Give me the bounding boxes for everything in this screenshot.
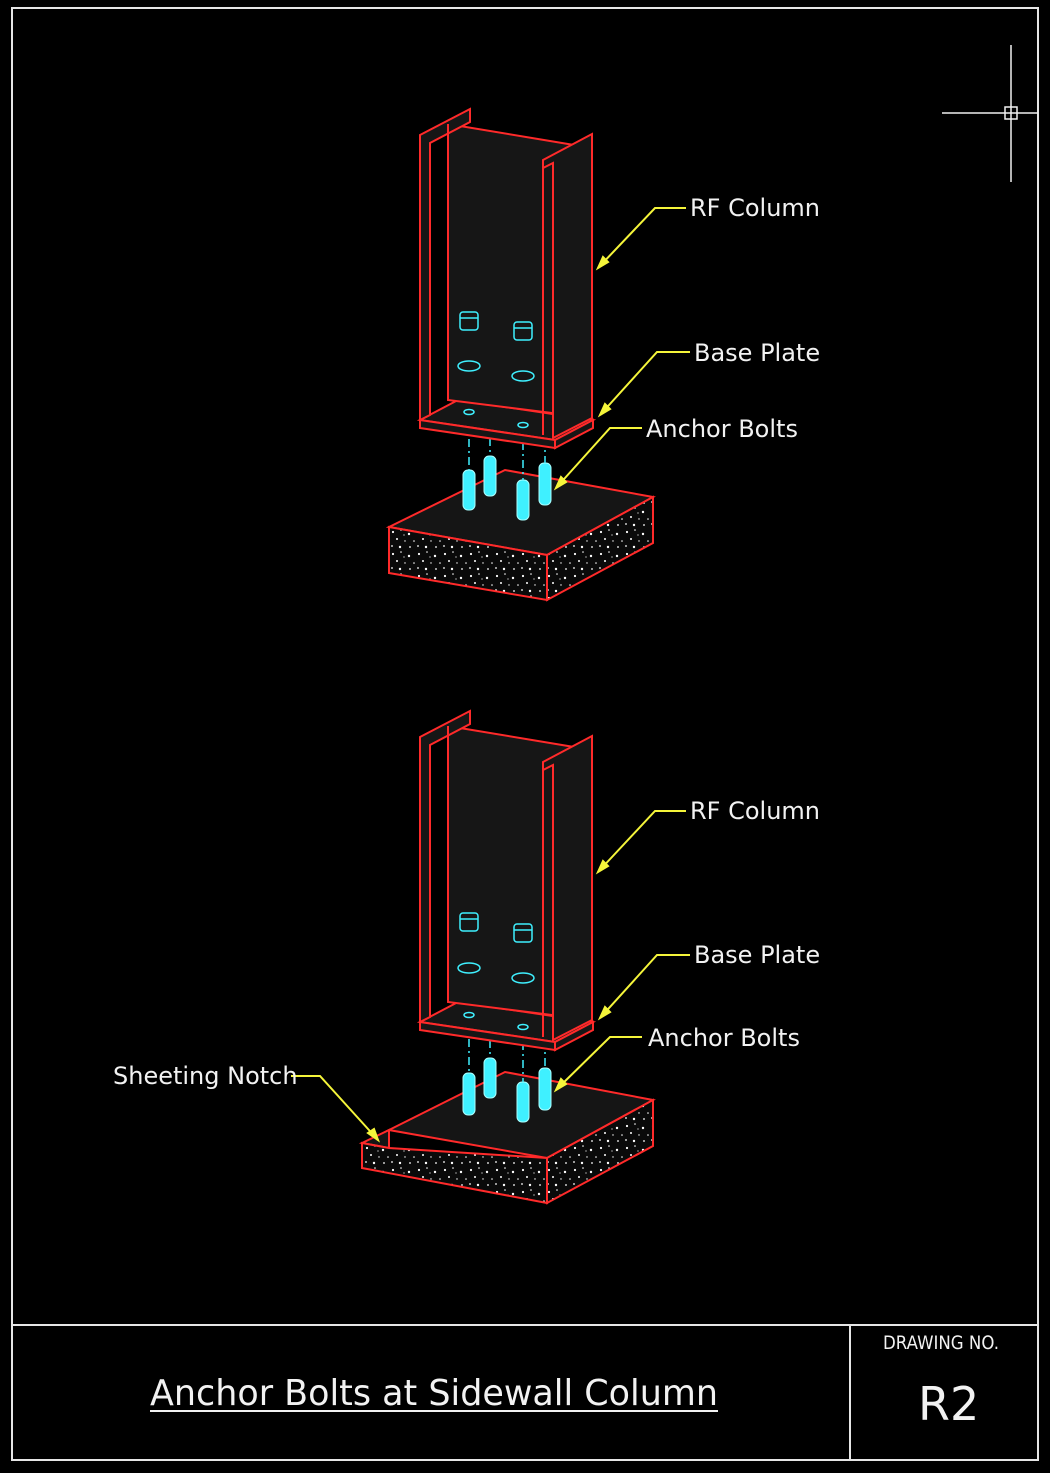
title-block: Anchor Bolts at Sidewall Column DRAWING … [150,1332,999,1431]
base-plate-label: Base Plate [694,941,820,969]
drawing-frame [11,7,1039,1461]
anchor-bolts-label: Anchor Bolts [648,1024,800,1052]
anchor-bolt [538,1067,552,1111]
drawing-title: Anchor Bolts at Sidewall Column [150,1373,718,1414]
sheeting-notch-label: Sheeting Notch [113,1062,298,1090]
rf-column [416,107,597,450]
drawing-number: R2 [918,1377,979,1431]
anchor-bolts-label: Anchor Bolts [646,415,798,443]
drawing-no-label: DRAWING NO. [883,1332,999,1354]
lower-detail: RF Column Base Plate Anchor Bolts Sheeti… [113,709,820,1205]
nuts-and-washers [457,912,535,1031]
washer [457,962,481,974]
anchor-bolt [516,1081,530,1123]
nut [513,321,533,341]
rf-column [416,709,597,1052]
upper-detail: RF Column Base Plate Anchor Bolts [385,107,820,602]
nut [513,923,533,943]
washer [511,370,535,382]
washer [511,972,535,984]
nut [459,311,479,331]
leader-lines [291,810,690,1143]
washer [457,360,481,372]
rf-column-label: RF Column [690,797,820,825]
anchor-bolt [538,462,552,506]
anchor-bolts [462,1057,552,1123]
leader-lines [553,207,690,491]
anchor-bolt [462,1072,476,1116]
rf-column-label: RF Column [690,194,820,222]
anchor-bolt [483,1057,497,1099]
nuts-and-washers [457,311,535,429]
anchor-bolt [462,469,476,511]
nut [459,912,479,932]
base-plate-label: Base Plate [694,339,820,367]
anchor-bolt [516,479,530,521]
anchor-bolt [483,455,497,497]
concrete-footing-notched [358,1070,656,1205]
anchor-bolts [462,455,552,521]
crosshair-cursor-icon [942,45,1038,182]
